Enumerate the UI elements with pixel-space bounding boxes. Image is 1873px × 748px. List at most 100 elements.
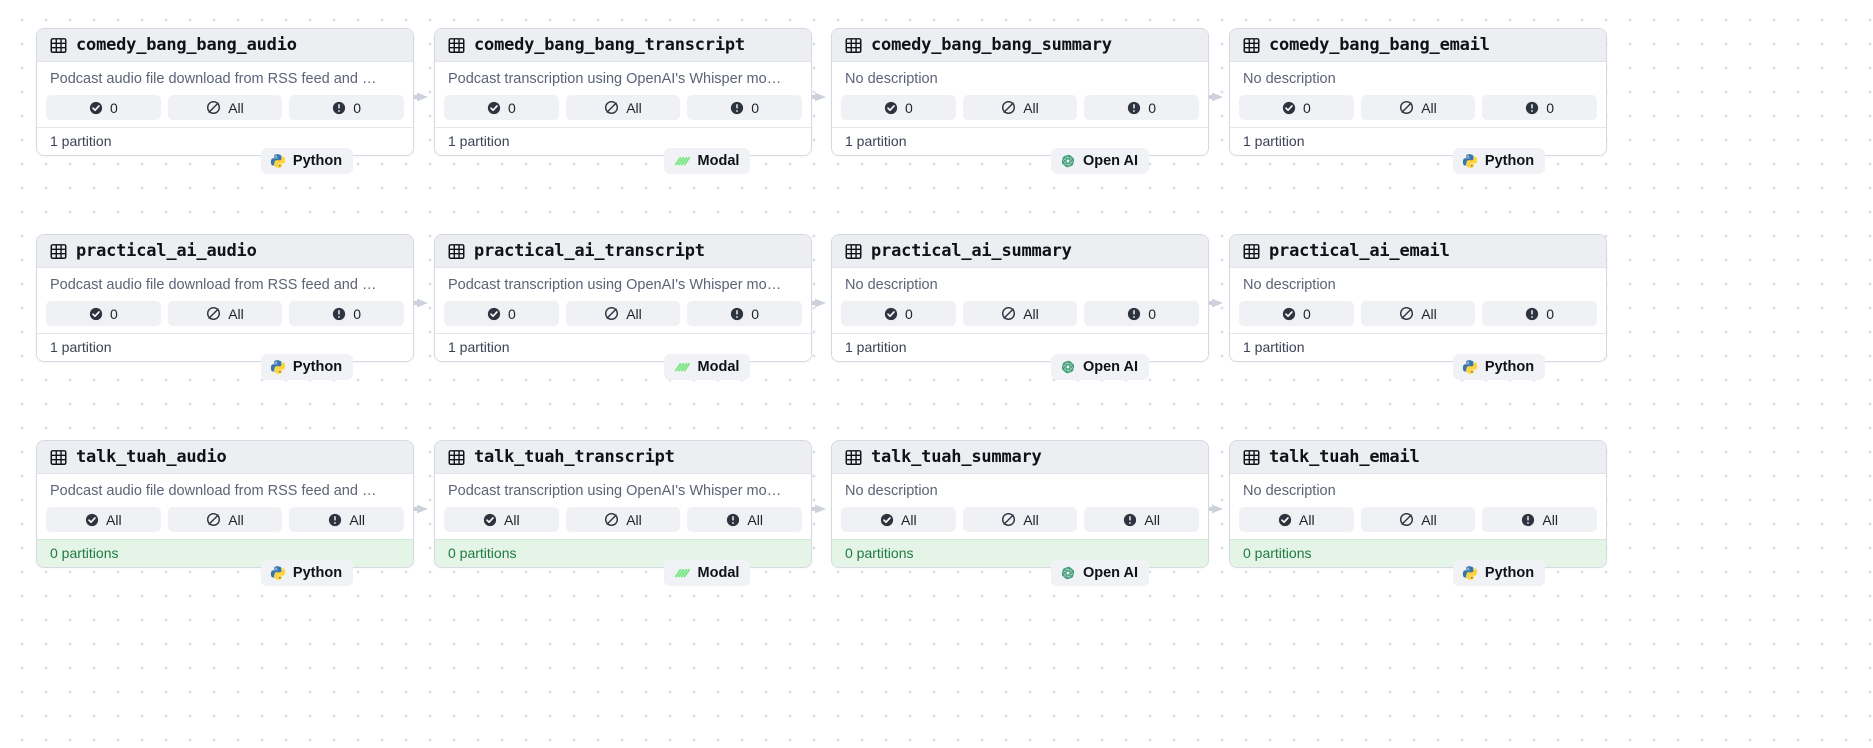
asset-card-header[interactable]: talk_tuah_summary [832, 441, 1208, 474]
compute-kind-badge-openai[interactable]: Open AI [1050, 560, 1150, 586]
compute-kind-badge-python[interactable]: Python [1452, 148, 1546, 174]
status-pill-circle-slash[interactable]: All [962, 301, 1078, 326]
compute-kind-label: Python [1484, 359, 1535, 375]
status-pill-circle-slash[interactable]: All [565, 301, 681, 326]
openai-logo-icon [1060, 153, 1076, 169]
status-pill-alert-circle[interactable]: All [687, 507, 803, 532]
status-pill-circle-slash[interactable]: All [1360, 507, 1476, 532]
status-pill-check-circle[interactable]: 0 [841, 301, 956, 326]
status-pill-alert-circle[interactable]: 0 [289, 301, 405, 326]
asset-partition-count: 1 partition [435, 127, 811, 155]
asset-card-header[interactable]: practical_ai_summary [832, 235, 1208, 268]
compute-kind-badge-modal[interactable]: Modal [663, 148, 751, 174]
status-pill-circle-slash[interactable]: All [565, 507, 681, 532]
status-pill-circle-slash[interactable]: All [167, 301, 283, 326]
status-pill-alert-circle[interactable]: 0 [1482, 301, 1598, 326]
status-pill-check-circle[interactable]: 0 [444, 301, 559, 326]
table-icon [1243, 449, 1260, 466]
status-pill-check-circle[interactable]: All [1239, 507, 1354, 532]
asset-card-header[interactable]: practical_ai_email [1230, 235, 1606, 268]
status-pill-alert-circle[interactable]: 0 [1084, 95, 1200, 120]
status-pill-check-circle[interactable]: 0 [46, 95, 161, 120]
status-pill-value: All [504, 512, 520, 528]
status-pill-value: All [106, 512, 122, 528]
compute-kind-badge-modal[interactable]: Modal [663, 354, 751, 380]
status-pill-check-circle[interactable]: 0 [444, 95, 559, 120]
table-icon [845, 37, 862, 54]
asset-description: Podcast audio file download from RSS fee… [50, 277, 377, 293]
compute-kind-badge-python[interactable]: Python [260, 560, 354, 586]
compute-kind-badge-python[interactable]: Python [260, 354, 354, 380]
asset-partition-count: 1 partition [832, 333, 1208, 361]
compute-kind-badge-modal[interactable]: Modal [663, 560, 751, 586]
asset-card-header[interactable]: comedy_bang_bang_transcript [435, 29, 811, 62]
status-pill-circle-slash[interactable]: All [962, 95, 1078, 120]
status-pill-circle-slash[interactable]: All [1360, 301, 1476, 326]
asset-title: talk_tuah_email [1269, 447, 1420, 467]
status-pill-value: 0 [1148, 306, 1157, 322]
compute-kind-badge-python[interactable]: Python [1452, 560, 1546, 586]
status-pill-alert-circle[interactable]: 0 [1482, 95, 1598, 120]
circle-slash-icon [206, 100, 221, 115]
status-pill-alert-circle[interactable]: 0 [687, 301, 803, 326]
status-pill-circle-slash[interactable]: All [962, 507, 1078, 532]
status-pill-check-circle[interactable]: 0 [1239, 95, 1354, 120]
asset-card-header[interactable]: practical_ai_audio [37, 235, 413, 268]
status-pill-check-circle[interactable]: 0 [46, 301, 161, 326]
status-pill-circle-slash[interactable]: All [565, 95, 681, 120]
status-pill-alert-circle[interactable]: 0 [289, 95, 405, 120]
asset-card-header[interactable]: comedy_bang_bang_email [1230, 29, 1606, 62]
compute-kind-badge-openai[interactable]: Open AI [1050, 354, 1150, 380]
status-pill-value: 0 [751, 100, 760, 116]
compute-kind-label: Modal [697, 153, 740, 169]
asset-card-header[interactable]: comedy_bang_bang_summary [832, 29, 1208, 62]
status-pill-circle-slash[interactable]: All [167, 95, 283, 120]
asset-card-header[interactable]: talk_tuah_audio [37, 441, 413, 474]
asset-card-body: Podcast transcription using OpenAI's Whi… [435, 268, 811, 333]
status-pill-alert-circle[interactable]: All [289, 507, 405, 532]
compute-kind-badge-python[interactable]: Python [260, 148, 354, 174]
status-pill-check-circle[interactable]: All [46, 507, 161, 532]
asset-partition-count: 1 partition [1230, 127, 1606, 155]
status-pill-circle-slash[interactable]: All [1360, 95, 1476, 120]
table-icon [50, 243, 67, 260]
openai-logo-icon [1060, 565, 1076, 581]
status-pill-check-circle[interactable]: 0 [841, 95, 956, 120]
asset-card-header[interactable]: talk_tuah_email [1230, 441, 1606, 474]
status-pill-circle-slash[interactable]: All [167, 507, 283, 532]
status-pill-check-circle[interactable]: All [841, 507, 956, 532]
status-pill-check-circle[interactable]: 0 [1239, 301, 1354, 326]
status-pill-check-circle[interactable]: All [444, 507, 559, 532]
asset-partition-count: 0 partitions [1230, 539, 1606, 567]
status-pill-alert-circle[interactable]: 0 [1084, 301, 1200, 326]
asset-card-header[interactable]: practical_ai_transcript [435, 235, 811, 268]
status-pill-alert-circle[interactable]: All [1084, 507, 1200, 532]
asset-card-header[interactable]: talk_tuah_transcript [435, 441, 811, 474]
asset-title: talk_tuah_transcript [474, 447, 675, 467]
circle-slash-icon [206, 512, 221, 527]
status-pill-alert-circle[interactable]: All [1482, 507, 1598, 532]
check-circle-icon [1282, 101, 1296, 115]
compute-kind-badge-python[interactable]: Python [1452, 354, 1546, 380]
asset-card-header[interactable]: comedy_bang_bang_audio [37, 29, 413, 62]
status-pill-value: All [228, 306, 244, 322]
asset-title: comedy_bang_bang_summary [871, 35, 1112, 55]
compute-kind-badge-openai[interactable]: Open AI [1050, 148, 1150, 174]
status-pill-alert-circle[interactable]: 0 [687, 95, 803, 120]
